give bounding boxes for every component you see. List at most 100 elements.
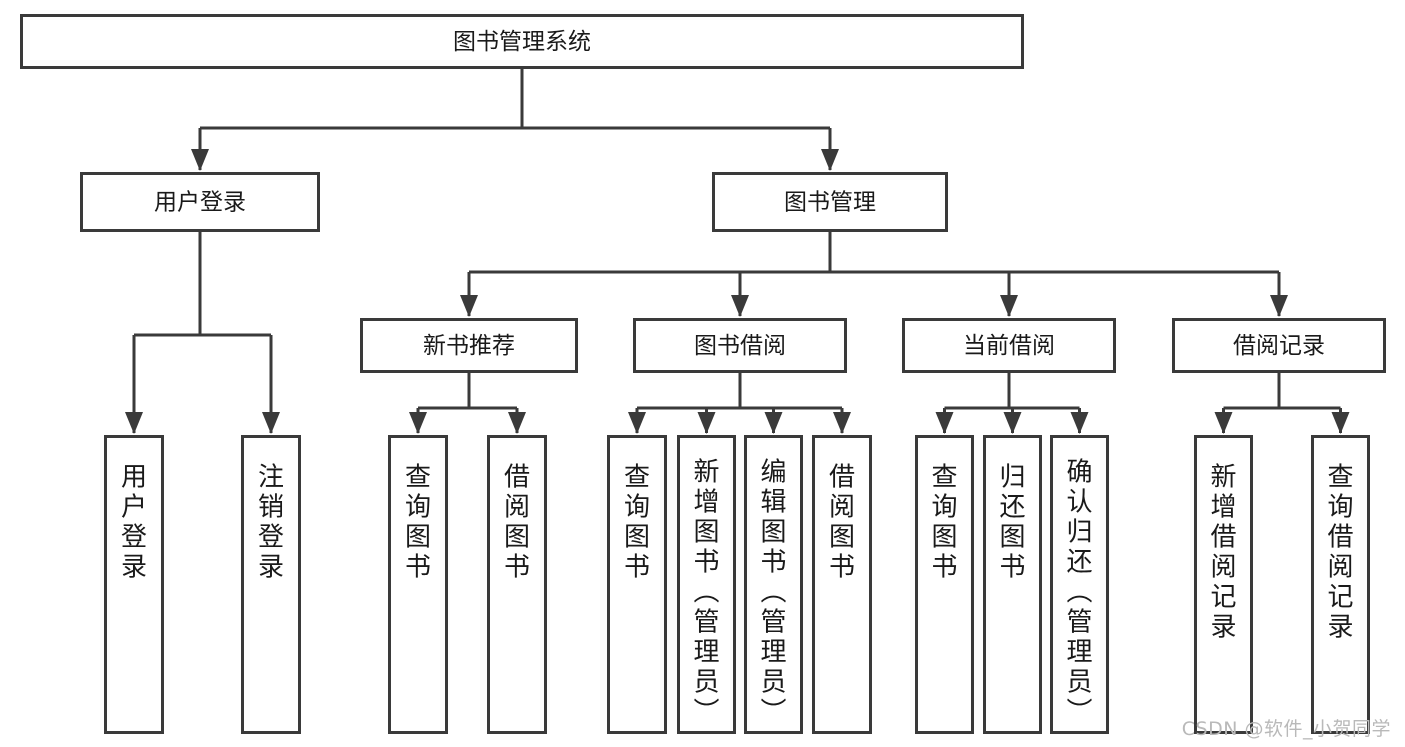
node-l2-用户登录[interactable]: 用户登录: [80, 172, 320, 232]
svg-text:录: 录: [1327, 613, 1353, 643]
node-leaf-7-rect: [812, 435, 872, 734]
node-l3-图书借阅[interactable]: 图书借阅: [633, 318, 847, 373]
node-leaf-0-rect: [104, 435, 164, 734]
arrow-head-icon: [1331, 412, 1350, 434]
svg-text:询: 询: [405, 493, 431, 523]
arrow-head-icon: [508, 412, 526, 434]
svg-text:书: 书: [693, 548, 719, 578]
arrow-head-icon: [821, 149, 839, 171]
svg-text:注: 注: [258, 463, 284, 493]
svg-text:书: 书: [931, 553, 957, 583]
node-l2-图书管理-rect: [712, 172, 948, 232]
arrow-head-icon: [409, 412, 427, 434]
svg-text:书: 书: [829, 553, 855, 583]
svg-text:询: 询: [624, 493, 650, 523]
svg-text:理: 理: [693, 638, 719, 668]
node-l3-新书推荐[interactable]: 新书推荐: [360, 318, 578, 373]
svg-text:销: 销: [258, 493, 284, 523]
node-leaf-12-rect: [1311, 435, 1370, 734]
arrow-head-icon: [191, 149, 209, 171]
svg-text:登: 登: [121, 523, 147, 553]
svg-text:还: 还: [999, 493, 1025, 523]
svg-text:图: 图: [504, 523, 530, 553]
svg-text:︶: ︶: [760, 698, 786, 728]
svg-text:新: 新: [693, 458, 719, 488]
svg-text:记: 记: [1327, 583, 1353, 613]
svg-text:归: 归: [999, 463, 1025, 493]
svg-text:理: 理: [1066, 638, 1092, 668]
node-leaf-11-rect: [1194, 435, 1253, 734]
svg-text:图: 图: [624, 523, 650, 553]
svg-text:询: 询: [1327, 493, 1353, 523]
svg-text:员: 员: [693, 668, 719, 698]
svg-text:归: 归: [1066, 518, 1092, 548]
arrow-head-icon: [1270, 295, 1288, 317]
arrow-head-icon: [764, 412, 783, 434]
svg-text:︵: ︵: [693, 578, 719, 608]
svg-text:录: 录: [1210, 613, 1236, 643]
svg-text:书: 书: [504, 553, 530, 583]
svg-text:书: 书: [405, 553, 431, 583]
node-l3-图书借阅-label: 图书借阅: [694, 333, 786, 359]
node-root-图书管理系统-rect: [20, 14, 1024, 69]
svg-text:阅: 阅: [1327, 553, 1353, 583]
node-leaf-6-rect: [744, 435, 803, 734]
node-leaf-0[interactable]: 用户登录: [104, 435, 164, 734]
svg-text:增: 增: [1210, 493, 1236, 523]
svg-text:查: 查: [405, 463, 431, 493]
svg-text:询: 询: [931, 493, 957, 523]
svg-text:图: 图: [693, 518, 719, 548]
svg-text:还: 还: [1066, 548, 1092, 578]
arrow-head-icon: [262, 412, 280, 434]
svg-text:图: 图: [829, 523, 855, 553]
node-root-图书管理系统[interactable]: 图书管理系统: [20, 14, 1024, 69]
node-leaf-8-rect: [915, 435, 974, 734]
node-l3-借阅记录[interactable]: 借阅记录: [1172, 318, 1386, 373]
svg-text:借: 借: [504, 463, 530, 493]
node-l2-图书管理[interactable]: 图书管理: [712, 172, 948, 232]
node-l3-借阅记录-label: 借阅记录: [1233, 333, 1325, 359]
svg-text:辑: 辑: [760, 488, 786, 518]
node-l3-当前借阅-rect: [902, 318, 1116, 373]
connector-layer: [125, 69, 1350, 434]
node-l3-新书推荐-label: 新书推荐: [423, 333, 515, 359]
node-l3-当前借阅-label: 当前借阅: [963, 333, 1055, 359]
svg-text:员: 员: [760, 668, 786, 698]
svg-text:认: 认: [1066, 488, 1092, 518]
node-l2-用户登录-label: 用户登录: [154, 190, 246, 216]
node-l3-新书推荐-rect: [360, 318, 578, 373]
svg-text:增: 增: [693, 488, 719, 518]
node-l3-当前借阅[interactable]: 当前借阅: [902, 318, 1116, 373]
node-l2-图书管理-label: 图书管理: [784, 190, 876, 216]
node-l3-图书借阅-rect: [633, 318, 847, 373]
arrow-head-icon: [731, 295, 749, 317]
node-leaf-0-label: 用户登录: [121, 463, 147, 583]
svg-text:书: 书: [624, 553, 650, 583]
node-leaf-9-rect: [983, 435, 1042, 734]
svg-text:书: 书: [999, 553, 1025, 583]
svg-text:查: 查: [624, 463, 650, 493]
arrow-head-icon: [1000, 295, 1018, 317]
node-leaf-3-rect: [487, 435, 547, 734]
